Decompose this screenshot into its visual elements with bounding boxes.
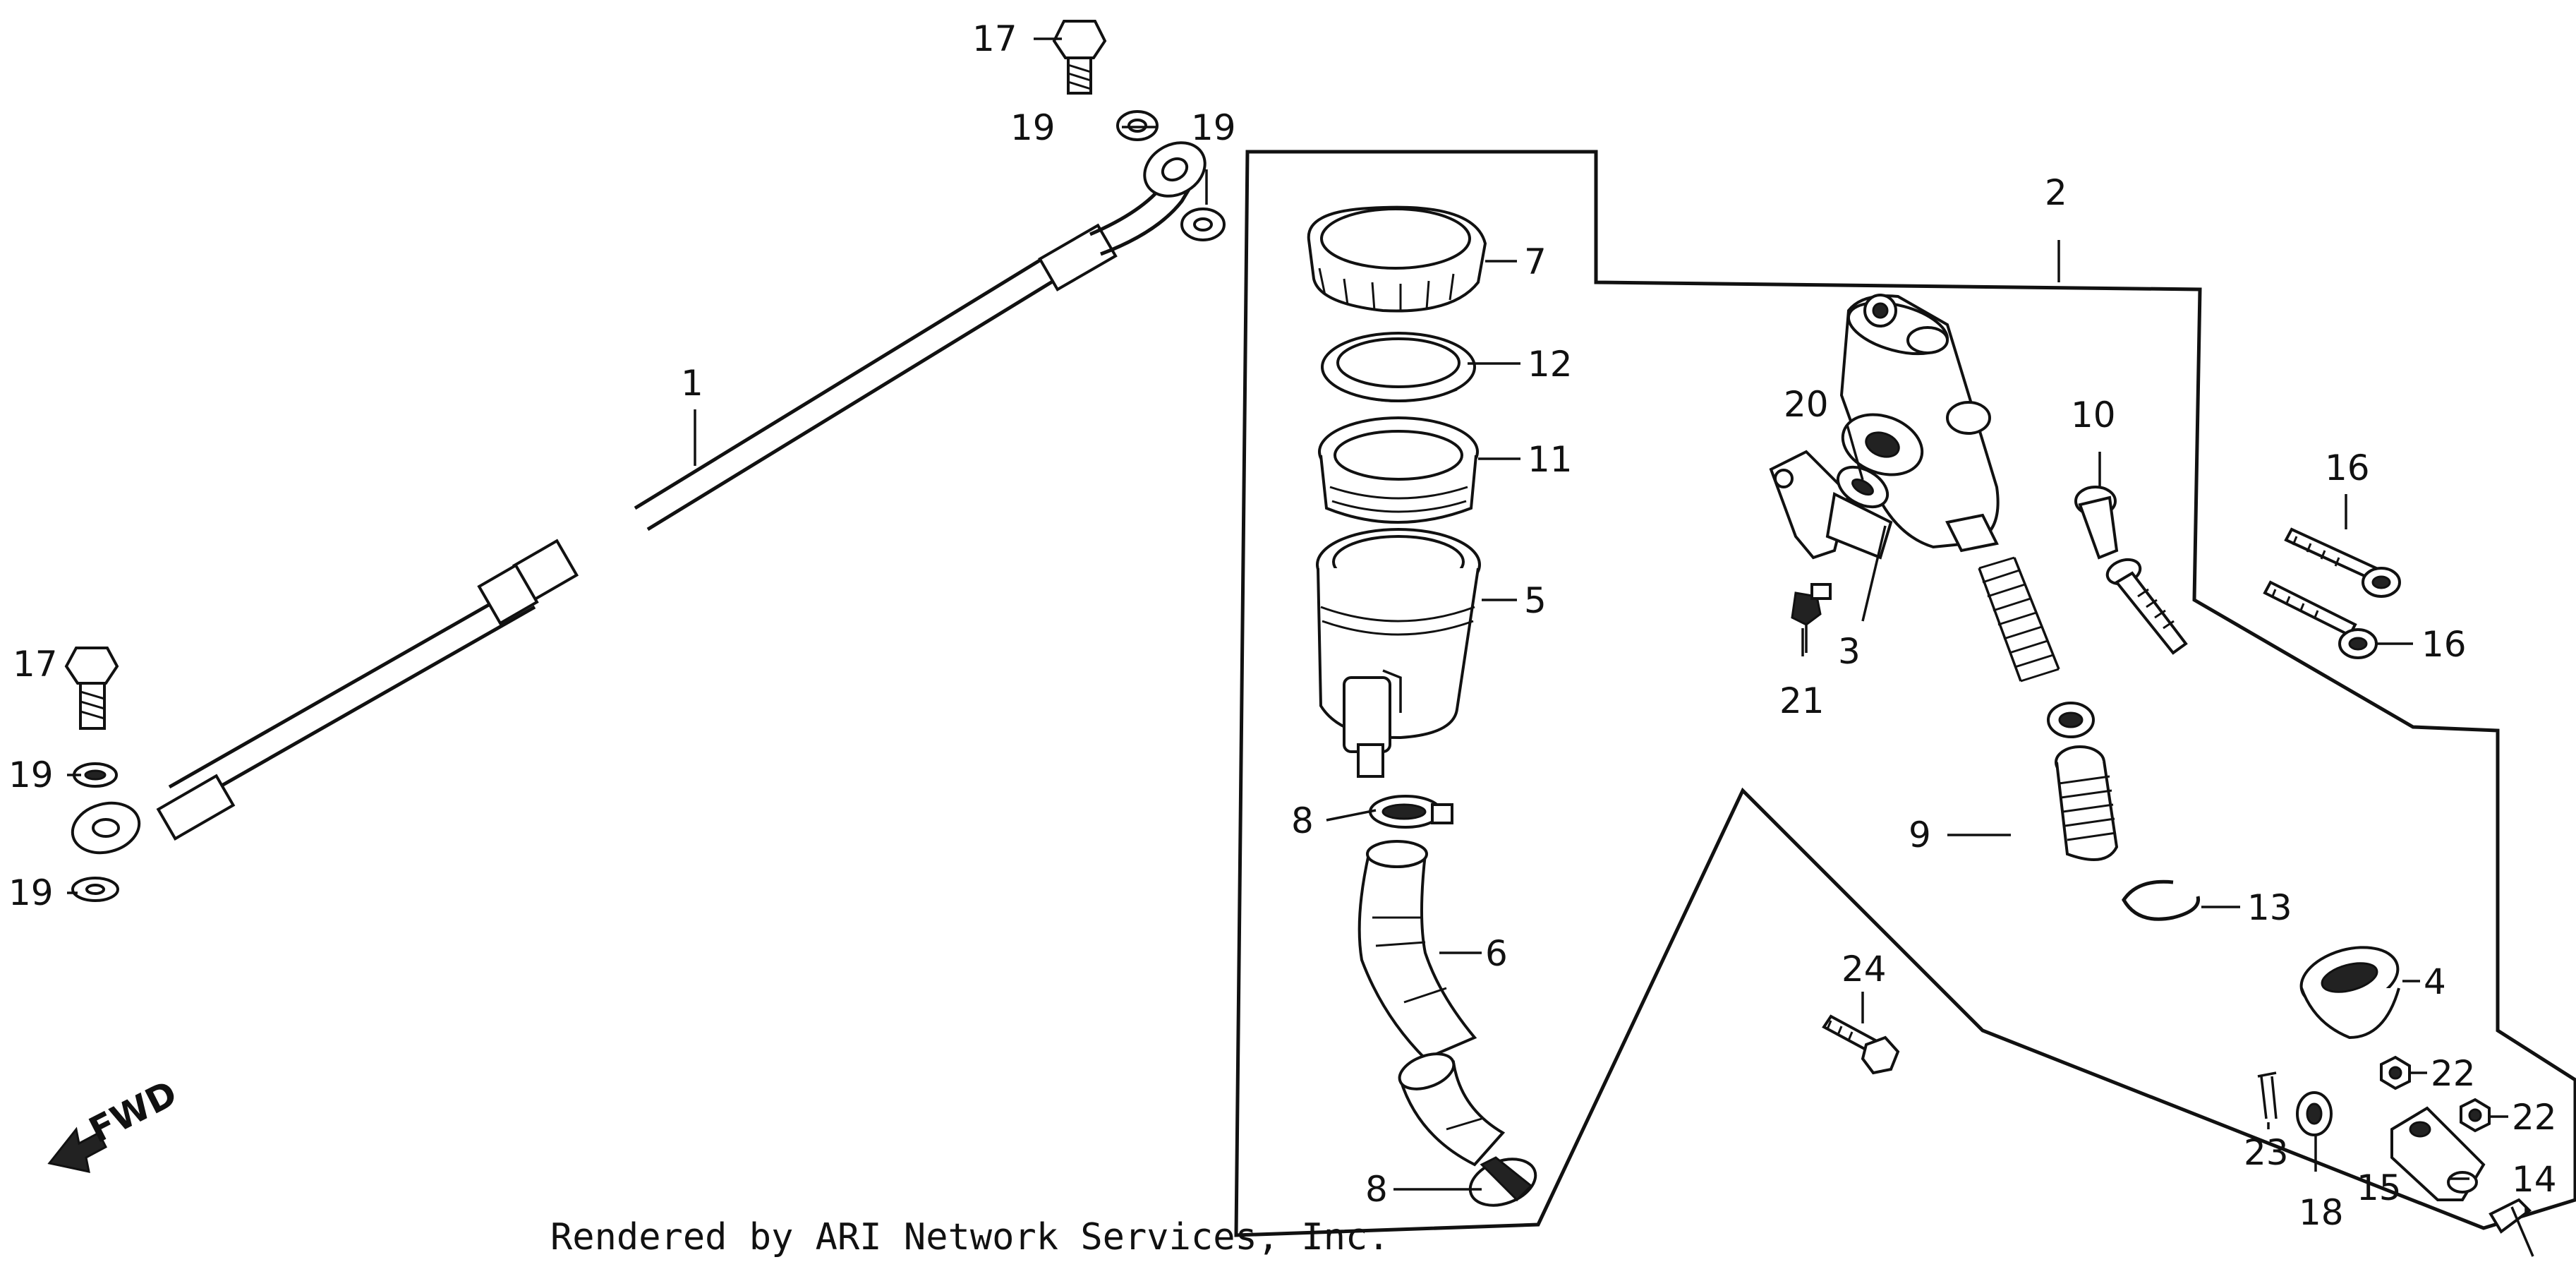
- callout-11: 11: [1528, 439, 1573, 480]
- callout-24: 24: [1842, 949, 1887, 990]
- callout-16-lower: 16: [2421, 624, 2467, 665]
- callout-4: 4: [2424, 961, 2446, 1002]
- callout-21: 21: [1779, 680, 1825, 721]
- callout-14: 14: [2512, 1159, 2557, 1200]
- callout-18: 18: [2299, 1192, 2344, 1233]
- diaphragm-plate: [1321, 332, 1476, 402]
- hose-clip-upper: [1369, 795, 1453, 829]
- sealing-washers: [71, 110, 1226, 902]
- callout-20: 20: [1784, 384, 1829, 425]
- callout-13: 13: [2247, 887, 2292, 928]
- callout-8-upper: 8: [1291, 800, 1314, 841]
- mounting-bolt-lower: [2263, 580, 2378, 659]
- circlip: [2122, 879, 2201, 921]
- callout-17-upper: 17: [972, 18, 1017, 59]
- callout-16-upper: 16: [2325, 447, 2370, 488]
- forward-arrow: FWD: [47, 1073, 183, 1173]
- hose-clip-lower: [1468, 1156, 1537, 1207]
- callout-2: 2: [2045, 172, 2067, 213]
- callout-10: 10: [2071, 395, 2116, 435]
- fluid-reservoir: [1316, 528, 1481, 778]
- callout-6: 6: [1485, 933, 1508, 974]
- forward-arrow-icon: [47, 1126, 107, 1173]
- joint-screw: [1791, 583, 1832, 653]
- callout-1: 1: [681, 363, 703, 404]
- plain-washer: [2296, 1091, 2333, 1136]
- nut-lower: [2460, 1098, 2491, 1133]
- piston: [2055, 745, 2119, 861]
- banjo-bolt-lower: [64, 647, 119, 730]
- callout-5: 5: [1524, 580, 1547, 621]
- primary-cup: [2047, 702, 2095, 738]
- push-rod-joint: [2390, 1106, 2486, 1201]
- render-credit: Rendered by ARI Network Services, Inc.: [550, 1216, 1390, 1258]
- joint-pipe: [1769, 450, 1893, 560]
- banjo-bolt-upper: [1052, 20, 1107, 95]
- callout-22-lower: 22: [2512, 1097, 2557, 1138]
- piston-spring: [1978, 556, 2060, 683]
- callout-17-lower: 17: [13, 644, 58, 685]
- leader-lines: [67, 37, 2527, 1214]
- reservoir-diaphragm: [1318, 416, 1479, 524]
- callout-19-c: 19: [8, 755, 54, 795]
- callout-8-lower: 8: [1365, 1169, 1388, 1210]
- dust-boot: [2299, 946, 2400, 1040]
- nut-upper: [2380, 1055, 2411, 1090]
- push-rod: [2074, 486, 2188, 655]
- callout-labels: 1 2 3 4 5 6 7 8 8 9 10 11 12 13 14 15 16…: [8, 18, 2557, 1233]
- callout-19-d: 19: [8, 872, 54, 913]
- reservoir-hose: [1357, 840, 1506, 1167]
- clevis-pin: [2489, 1198, 2534, 1257]
- callout-9: 9: [1909, 815, 1931, 855]
- fwd-label: FWD: [83, 1073, 183, 1151]
- callout-19-a: 19: [1010, 107, 1056, 148]
- callout-19-b: 19: [1191, 107, 1236, 148]
- callout-12: 12: [1528, 344, 1573, 385]
- callout-23: 23: [2244, 1132, 2289, 1173]
- assembly-outline: [1234, 150, 2576, 1237]
- reservoir-bolt: [1822, 1014, 1900, 1075]
- cotter-pin: [2257, 1071, 2278, 1119]
- mounting-bolt-upper: [2284, 527, 2401, 598]
- brake-hose: [71, 141, 1207, 855]
- callout-15: 15: [2357, 1167, 2402, 1208]
- callout-22-upper: 22: [2431, 1053, 2476, 1094]
- callout-3: 3: [1838, 631, 1861, 672]
- callout-7: 7: [1524, 241, 1547, 282]
- reservoir-cap: [1307, 205, 1487, 313]
